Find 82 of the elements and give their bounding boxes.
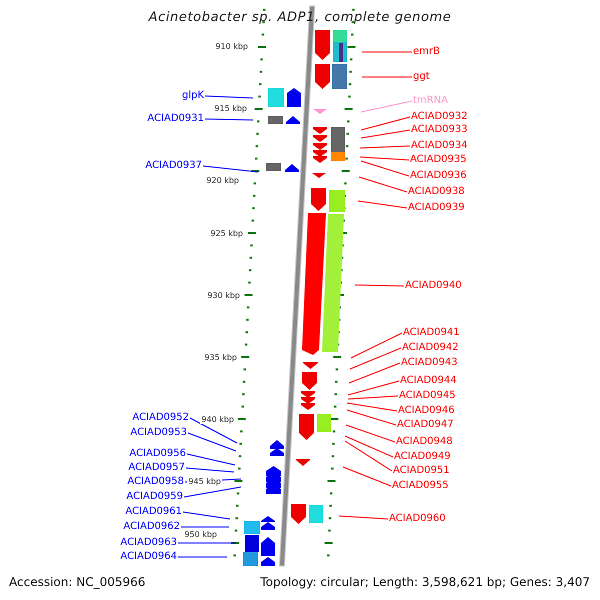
title: Acinetobacter sp. ADP1, complete genome	[147, 10, 452, 26]
position-tick-label: 925 kbp	[209, 229, 244, 238]
gene-label: ACIAD0947	[397, 419, 454, 431]
position-tick-label: 930 kbp	[206, 291, 241, 300]
gene-label: ACIAD0939	[408, 202, 465, 214]
position-tick-label: 950 kbp	[183, 530, 218, 539]
gene-label: ACIAD0941	[403, 327, 460, 339]
leader-line	[348, 396, 398, 400]
leader-line	[346, 410, 396, 426]
gene-label: emrB	[413, 46, 440, 58]
leader-line	[342, 466, 392, 486]
position-tick-label: 910 kbp	[214, 42, 249, 51]
gene-label: ACIAD0955	[392, 480, 449, 492]
gene-label: ACIAD0958	[127, 476, 184, 488]
leader-line	[184, 486, 242, 498]
gene-label: ACIAD0933	[411, 124, 468, 136]
position-tick-label: 920 kbp	[205, 176, 240, 185]
gene-label: ACIAD0949	[394, 451, 451, 463]
gene-label: ACIAD0932	[411, 111, 468, 123]
leader-line	[346, 424, 396, 442]
leader-line	[182, 512, 230, 520]
leader-line	[360, 156, 410, 160]
gene-label: ACIAD0942	[402, 342, 459, 354]
gene-label: ACIAD0948	[396, 436, 453, 448]
leader-line	[178, 542, 236, 544]
leader-line	[360, 116, 410, 130]
gene-label: ACIAD0937	[145, 160, 202, 172]
gene-label: ACIAD0934	[411, 140, 468, 152]
leader-line	[204, 118, 254, 120]
leader-line	[346, 402, 398, 412]
leader-line	[202, 166, 258, 172]
gene-label: ACIAD0938	[408, 186, 465, 198]
gene-label: ACIAD0943	[401, 357, 458, 369]
gene-label: ACIAD0964	[120, 551, 177, 563]
position-tick-label: 915 kbp	[213, 104, 248, 113]
gene-label: ACIAD0952	[132, 412, 189, 424]
leader-line	[344, 440, 392, 472]
gene-label: ACIAD0962	[123, 521, 180, 533]
leader-line	[178, 556, 228, 558]
gene-label: ACIAD0963	[120, 537, 177, 549]
genome-info-text: Accession: NC_005966	[9, 575, 146, 589]
leader-line	[348, 380, 400, 396]
position-tick-label: 935 kbp	[203, 353, 238, 362]
gene-label: ACIAD0944	[400, 375, 457, 387]
leader-line	[360, 100, 412, 112]
gene-label: glpK	[182, 90, 204, 102]
gene-label: ACIAD0940	[405, 280, 462, 292]
gene-label: ACIAD0953	[130, 427, 187, 439]
gene-label: ACIAD0931	[147, 113, 204, 125]
gene-label: ACIAD0946	[398, 405, 455, 417]
leader-line	[186, 468, 234, 472]
leader-line	[360, 130, 410, 138]
leader-line	[358, 200, 408, 208]
genome-info-text: Topology: circular; Length: 3,598,621 bp; Genes: 3,407	[260, 575, 590, 589]
gene-label: ACIAD0957	[128, 462, 185, 474]
leader-line	[360, 160, 410, 176]
gene-label: ACIAD0936	[410, 170, 467, 182]
leader-line	[348, 362, 400, 384]
gene-label: tmRNA	[413, 95, 448, 107]
gene-label: ACIAD0960	[389, 513, 446, 525]
gene-label: ACIAD0951	[393, 465, 450, 477]
leader-line	[180, 526, 230, 528]
gene-label: ACIAD0935	[410, 154, 467, 166]
gene-label: ACIAD0961	[125, 506, 182, 518]
gene-label: ggt	[413, 71, 430, 83]
gene-label: ACIAD0956	[129, 448, 186, 460]
leader-line	[186, 454, 236, 466]
leader-line	[358, 176, 408, 192]
leader-line	[350, 348, 402, 370]
leader-line	[188, 432, 236, 452]
leader-line	[362, 76, 412, 78]
leader-line	[190, 418, 238, 444]
leader-line	[350, 332, 402, 358]
leader-line	[204, 96, 254, 98]
position-tick-label: 940 kbp	[200, 415, 235, 424]
leader-line	[344, 436, 394, 458]
gene-label: ACIAD0959	[126, 491, 183, 503]
position-tick-label: 945 kbp	[187, 477, 222, 486]
leader-line	[338, 516, 388, 520]
leader-line	[360, 146, 410, 148]
leader-line	[354, 284, 404, 286]
gene-label: ACIAD0945	[399, 390, 456, 402]
